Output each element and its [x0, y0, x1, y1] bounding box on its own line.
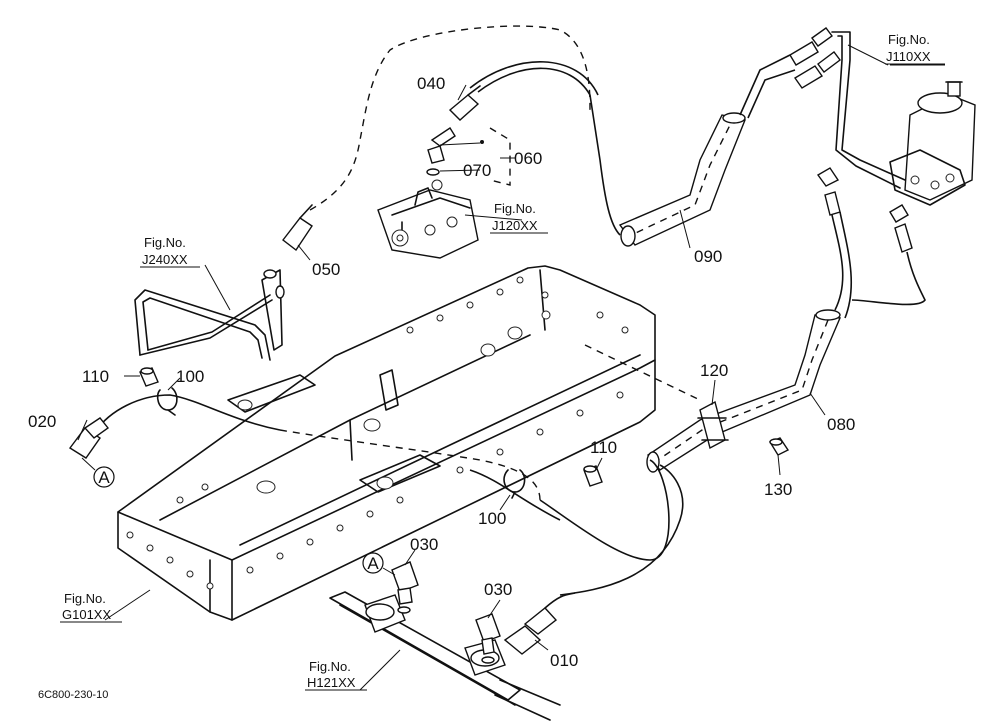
figref-g101-line1: Fig.No.: [64, 591, 106, 606]
diagram-code: 6C800-230-10: [38, 689, 108, 701]
figref-j120: Fig.No. J120XX: [492, 201, 538, 233]
frame-assembly: [117, 265, 656, 621]
callout-a-2: A: [362, 552, 396, 576]
callout-a-1: A: [81, 457, 115, 488]
bolt-110-right: [583, 465, 603, 487]
figref-j110-line2: J110XX: [886, 49, 931, 64]
part-label-080: 080: [827, 415, 855, 434]
figref-h121-line2: H121XX: [307, 675, 356, 690]
part-label-120: 120: [700, 361, 728, 380]
hose-top: [309, 25, 621, 236]
sleeve-090: [618, 54, 796, 247]
part-label-040: 040: [417, 74, 445, 93]
part-label-020: 020: [28, 412, 56, 431]
part-label-070: 070: [463, 161, 491, 180]
control-valve: [889, 81, 976, 206]
valve-fittings-bottom: [816, 167, 926, 319]
part-label-050: 050: [312, 260, 340, 279]
fitting-040: [448, 85, 481, 121]
figref-h121: Fig.No. H121XX: [307, 659, 356, 690]
clip-100-left: [156, 387, 178, 416]
part-label-110-right: 110: [590, 438, 617, 457]
bolt-130: [768, 437, 790, 456]
leader-lines: [77, 44, 945, 691]
sleeve-080: [646, 309, 842, 473]
pump-assembly: [377, 179, 479, 259]
callout-a-label-2: A: [367, 554, 379, 573]
figref-j240-line1: Fig.No.: [144, 235, 186, 250]
fitting-020: [68, 417, 110, 459]
figref-j240-line2: J240XX: [142, 252, 188, 267]
callout-a-label-1: A: [98, 468, 110, 487]
elbow-030-left: [391, 561, 419, 614]
part-label-060: 060: [514, 149, 542, 168]
clamp-120: [697, 400, 729, 450]
figref-j110: Fig.No. J110XX: [886, 32, 931, 64]
fitting-050: [282, 204, 313, 252]
figref-g101: Fig.No. G101XX: [62, 591, 111, 622]
part-label-030-right: 030: [484, 580, 512, 599]
figref-j240: Fig.No. J240XX: [142, 235, 188, 267]
part-label-130: 130: [764, 480, 792, 499]
clip-100-right: [503, 469, 526, 499]
part-label-010: 010: [550, 651, 578, 670]
figref-underlines: [60, 63, 945, 691]
figref-j120-line1: Fig.No.: [494, 201, 536, 216]
part-label-090: 090: [694, 247, 722, 266]
part-label-100-left: 100: [176, 367, 204, 386]
figref-g101-line2: G101XX: [62, 607, 111, 622]
tube-assembly-j240: [134, 269, 285, 361]
valve-fittings-top: [789, 27, 906, 189]
elbow-030-right: [475, 613, 501, 664]
fitting-010: [503, 592, 576, 655]
frame-holes: [126, 276, 629, 590]
part-label-100-right: 100: [478, 509, 506, 528]
cylinder-assembly: [329, 591, 561, 721]
figref-j120-line2: J120XX: [492, 218, 538, 233]
figref-h121-line1: Fig.No.: [309, 659, 351, 674]
bolt-110-left: [139, 367, 159, 387]
part-label-110-left: 110: [82, 367, 109, 386]
fitting-060-group: [426, 127, 511, 186]
part-label-030-left: 030: [410, 535, 438, 554]
figref-j110-line1: Fig.No.: [888, 32, 930, 47]
part-labels: 020 110 100 040 060 070 050 090 080 120 …: [28, 74, 855, 670]
